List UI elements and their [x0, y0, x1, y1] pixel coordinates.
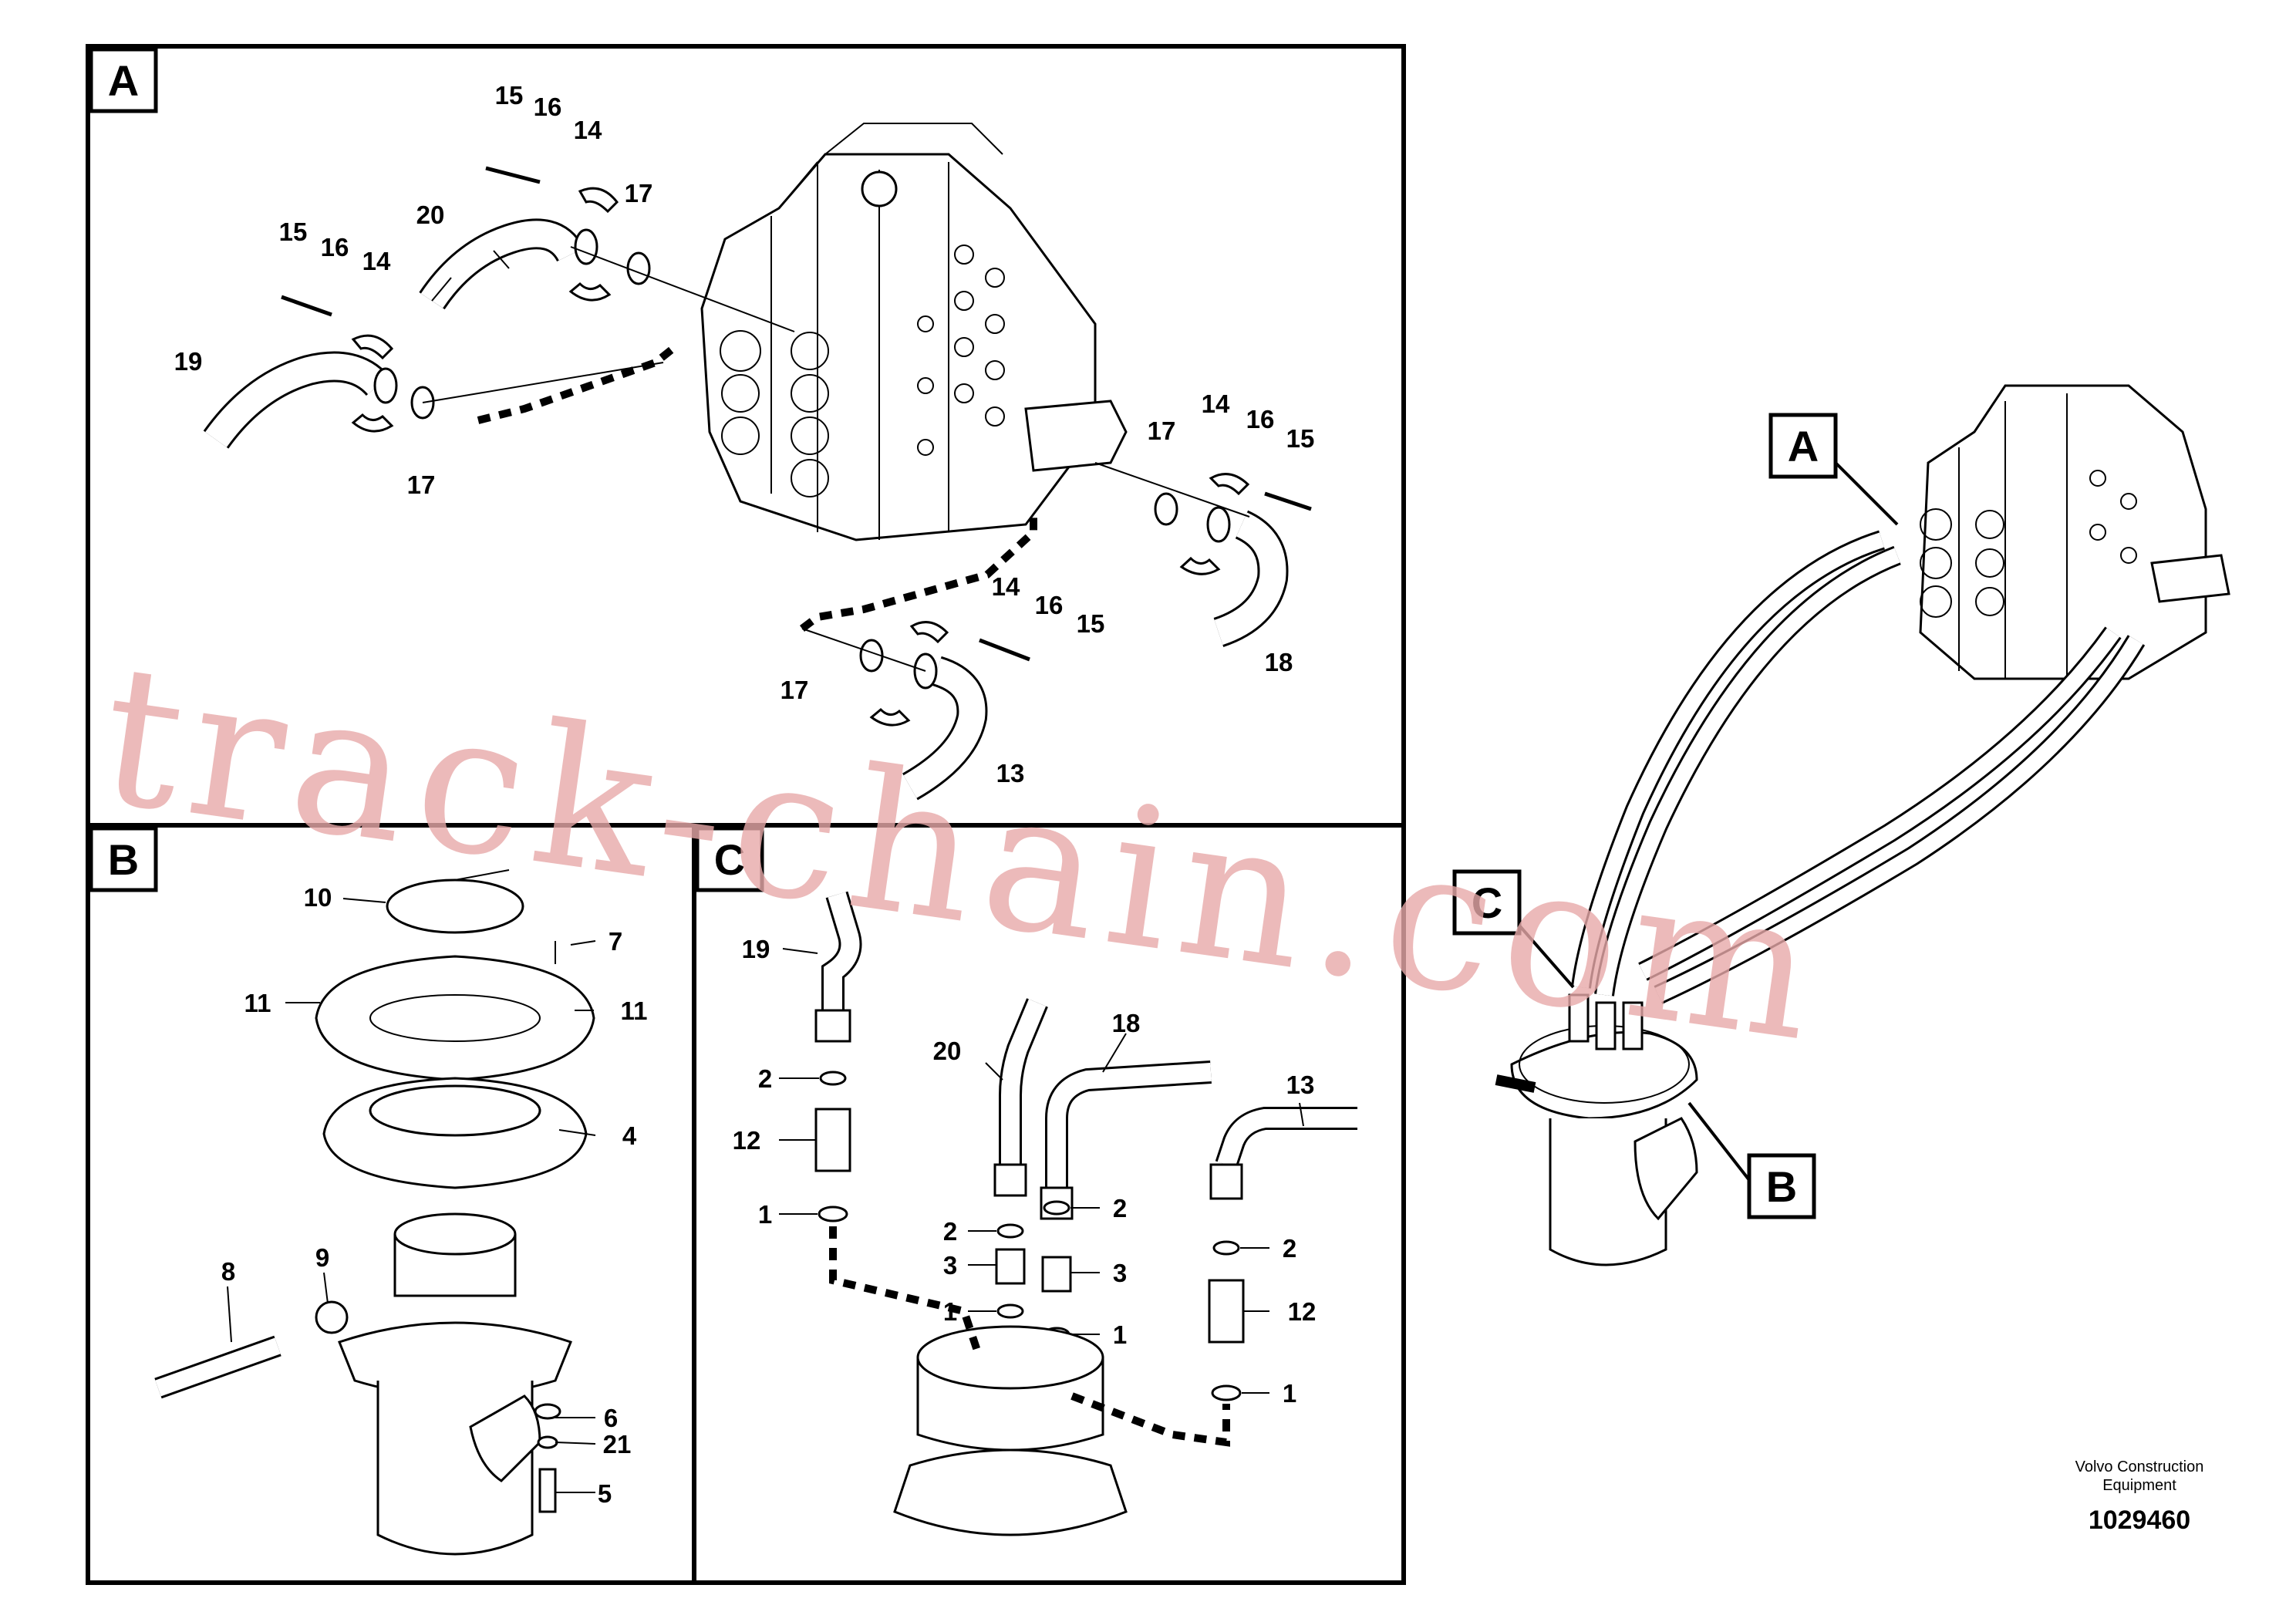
callout: 19: [174, 347, 203, 376]
callout: 18: [1112, 1009, 1141, 1037]
svg-text:B: B: [1766, 1162, 1797, 1211]
callout: 15: [1077, 609, 1105, 638]
callout: 17: [781, 676, 809, 704]
callout: 1: [943, 1297, 957, 1326]
route-dash-13: [800, 517, 1037, 632]
svg-text:B: B: [108, 835, 139, 884]
callout: 16: [1035, 591, 1064, 619]
callout: 15: [1286, 424, 1315, 453]
panel-a-tag: A: [89, 47, 158, 113]
callout: 14: [362, 247, 391, 275]
callouts-panel-a: 15 16 14 20 17 15 16 14 19 17 14 16 15 1…: [174, 81, 1315, 787]
callout: 21: [603, 1430, 632, 1458]
hose-18: [1213, 510, 1289, 647]
svg-text:C: C: [714, 835, 745, 884]
callouts-panel-c: 19 2 12 1 20 18 13 2 3 1 2 3 1 2 12 1: [733, 935, 1317, 1408]
callout: 13: [996, 759, 1025, 787]
route-dash-19: [477, 344, 678, 424]
callout: 2: [943, 1217, 957, 1246]
callout: 17: [1148, 416, 1176, 445]
svg-text:A: A: [108, 56, 139, 105]
callout: 3: [1113, 1259, 1127, 1287]
overview-tag-c: C: [1452, 869, 1575, 989]
overview-tag-b: B: [1687, 1101, 1816, 1219]
callouts-panel-b: 10 7 11 11 4 9 8 6 21 5: [221, 883, 648, 1508]
axis-lines-a: [422, 246, 1250, 672]
overview-hoses: [1571, 530, 2146, 1004]
callout: 8: [221, 1257, 235, 1286]
hose-20: [419, 218, 585, 310]
swivel-joint-exploded: [154, 869, 595, 1556]
callout: 1: [1113, 1320, 1127, 1349]
callout: 1: [758, 1200, 772, 1229]
callout: 1: [1283, 1379, 1296, 1408]
callout: 16: [321, 233, 349, 261]
callout: 2: [1113, 1194, 1127, 1222]
callout: 2: [758, 1064, 772, 1093]
callout: 20: [416, 201, 445, 229]
callout: 14: [992, 572, 1020, 601]
callout: 9: [315, 1243, 329, 1272]
callout: 14: [574, 116, 602, 144]
callout: 15: [495, 81, 524, 110]
callout: 5: [598, 1479, 612, 1508]
svg-text:C: C: [1472, 878, 1502, 927]
callout: 13: [1286, 1071, 1315, 1099]
drawing-number: 1029460: [2089, 1506, 2190, 1535]
leader-lines-c: [779, 948, 1304, 1394]
leader-lines-b: [227, 898, 596, 1493]
callout: 10: [304, 883, 332, 912]
company-line-1: Volvo Construction: [2075, 1458, 2204, 1475]
callout: 20: [933, 1037, 962, 1065]
callout: 6: [604, 1404, 618, 1432]
callout: 7: [609, 927, 622, 956]
overview-tag-a: A: [1768, 413, 1899, 526]
callout: 3: [943, 1251, 957, 1280]
control-valve-block: [700, 123, 1128, 541]
company-line-2: Equipment: [2102, 1477, 2176, 1494]
hose-13: [902, 656, 988, 801]
callout: 19: [742, 935, 770, 963]
fitting-stacks-c: [814, 891, 1357, 1536]
hose-19: [203, 351, 390, 449]
callout: 11: [244, 989, 271, 1017]
callout: 14: [1202, 389, 1230, 418]
panel-c-frame: [692, 823, 1406, 1585]
overview-assembly: [1495, 384, 2230, 1266]
panel-b-tag: B: [89, 826, 158, 892]
callout: 16: [534, 93, 562, 121]
panel-c-tag: C: [695, 826, 764, 892]
callout: 15: [279, 218, 308, 246]
callout: 2: [1283, 1234, 1296, 1263]
callout: 16: [1246, 405, 1275, 433]
callout: 12: [733, 1126, 761, 1155]
callout: 12: [1288, 1297, 1317, 1326]
route-dash-c2: [1070, 1392, 1230, 1447]
callout: 17: [625, 179, 653, 207]
callout: 17: [407, 470, 436, 499]
callout: 11: [621, 996, 648, 1025]
callout: 18: [1265, 648, 1293, 676]
callout: 4: [622, 1121, 637, 1150]
route-dash-c1: [829, 1226, 983, 1359]
svg-text:A: A: [1788, 422, 1819, 470]
